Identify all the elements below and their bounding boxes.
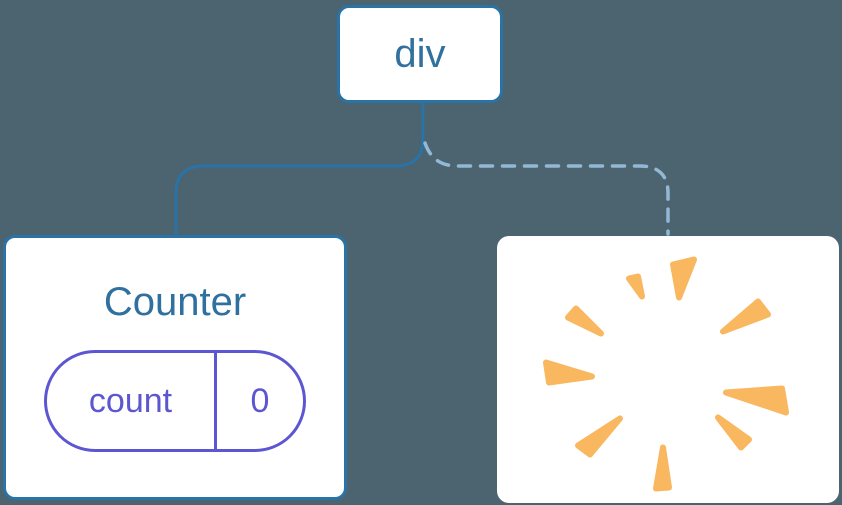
state-key: count [47,353,217,449]
removed-card [497,236,839,503]
poof-ray [720,298,771,335]
poof-ray [715,414,752,451]
edge-solid [174,102,425,235]
poof-ray [565,305,604,337]
poof-ray [670,256,697,301]
poof-rays [543,256,789,492]
state-pill: count 0 [44,350,306,452]
root-node-label: div [394,31,446,76]
poof-ray [626,273,645,300]
root-node: div [337,5,503,103]
poof-icon [543,256,789,492]
poof-ray [575,415,623,458]
counter-title: Counter [103,280,247,324]
poof-ray [543,359,595,386]
poof-ray [653,444,672,492]
state-value: 0 [250,381,270,420]
edge-dashed [423,141,670,236]
counter-card: Counter count 0 [3,235,347,500]
poof-ray [723,385,789,416]
